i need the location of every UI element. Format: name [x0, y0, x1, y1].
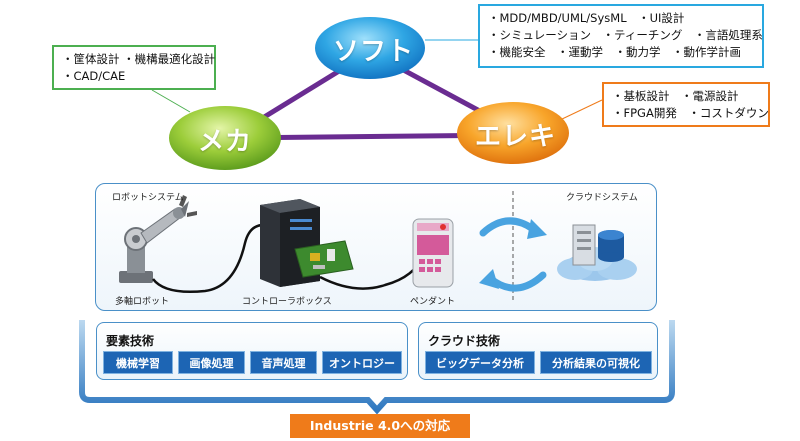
elec-connector	[559, 99, 603, 121]
elec-label: エレキ	[475, 122, 557, 152]
bottom-brace	[79, 320, 675, 415]
industrie-40-banner: Industrie 4.0への対応	[290, 414, 470, 438]
cloud-tech-title: クラウド技術	[428, 334, 501, 348]
mecha-label: メカ	[198, 127, 253, 157]
cloud-server-icon	[557, 224, 637, 281]
cloud-system-title: クラウドシステム	[566, 193, 638, 203]
mecha-info-line: ・筐体設計 ・機構最適化設計	[62, 52, 216, 66]
soft-info-box: ・MDD/MBD/UML/SysML ・UI設計 ・シミュレーション ・ティーチ…	[478, 4, 764, 68]
sync-arrow-head	[479, 269, 499, 289]
system-panel	[95, 183, 657, 311]
mecha-info-line: ・CAD/CAE	[62, 69, 126, 83]
mecha-info-box: ・筐体設計 ・機構最適化設計 ・CAD/CAE	[52, 45, 216, 90]
tech-chip-visualization: 分析結果の可視化	[540, 351, 652, 374]
robot-arm-icon	[119, 195, 197, 283]
tech-chip-audio-processing: 音声処理	[250, 351, 317, 374]
elec-info-box: ・基板設計 ・電源設計 ・FPGA開発 ・コストダウン	[602, 82, 770, 127]
cable	[152, 223, 268, 293]
soft-info-line: ・機能安全 ・運動学 ・動力学 ・動作学計画	[488, 45, 741, 59]
tech-chip-machine-learning: 機械学習	[103, 351, 173, 374]
controller-label: コントローラボックス	[242, 297, 332, 307]
elec-info-line: ・基板設計 ・電源設計	[612, 89, 739, 103]
system-illustration	[119, 191, 637, 303]
soft-info-line: ・シミュレーション ・ティーチング ・言語処理系	[488, 28, 763, 42]
element-tech-title: 要素技術	[106, 334, 155, 348]
controller-box-icon	[260, 199, 354, 287]
soft-bubble	[315, 17, 425, 79]
elec-bubble	[457, 102, 569, 164]
soft-info-line: ・MDD/MBD/UML/SysML ・UI設計	[488, 11, 685, 25]
mecha-bubble	[169, 106, 281, 170]
pendant-label: ペンダント	[410, 297, 456, 307]
mecha-connector	[151, 89, 191, 113]
tech-chip-big-data: ビッグデータ分析	[425, 351, 535, 374]
robot-arm-label: 多軸ロボット	[115, 297, 170, 307]
sync-arrow-head	[527, 219, 547, 239]
robot-system-title: ロボットシステム	[112, 193, 184, 203]
tech-chip-ontology: オントロジー	[322, 351, 402, 374]
elec-info-line: ・FPGA開発 ・コストダウン	[612, 106, 769, 120]
soft-label: ソフト	[333, 37, 415, 67]
tech-chip-image-processing: 画像処理	[178, 351, 245, 374]
pendant-icon	[412, 218, 454, 288]
